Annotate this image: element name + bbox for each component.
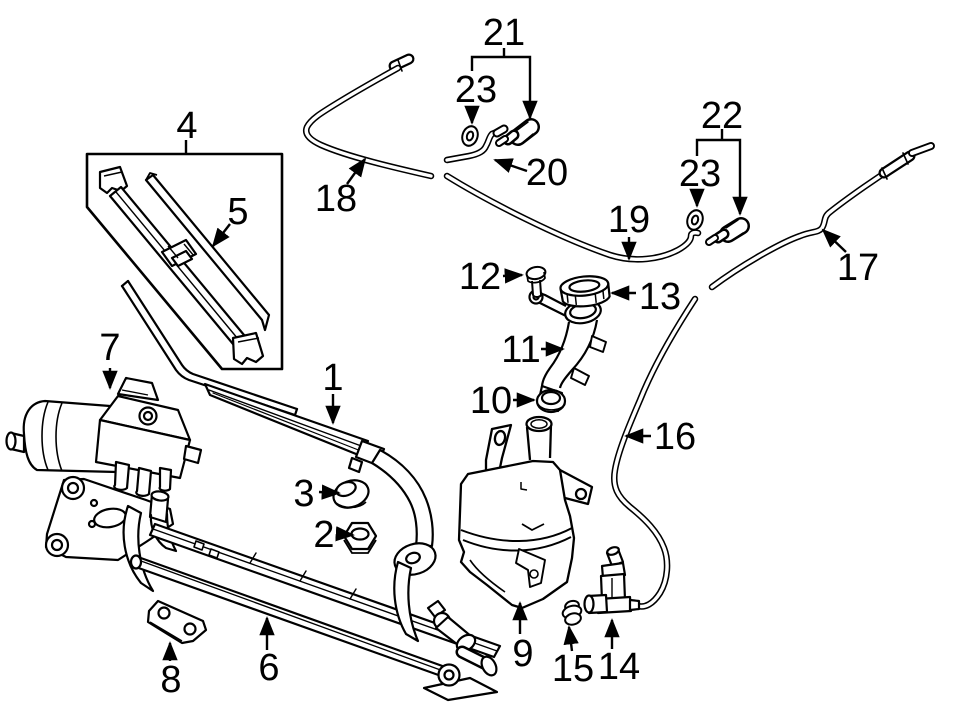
nozzle-grommet-left (461, 125, 479, 147)
callout-labels: 1 2 3 4 5 6 7 8 9 10 11 12 13 14 15 16 1… (99, 12, 879, 701)
callout-1: 1 (322, 357, 343, 399)
leader-22-bracket (695, 138, 748, 216)
wiper-motor (5, 376, 203, 497)
washer-nozzle-left (495, 118, 540, 147)
mount-bracket (146, 599, 208, 645)
leader-lines (102, 48, 847, 661)
callout-6: 6 (258, 647, 279, 689)
hose-16 (611, 295, 699, 610)
bolt-12 (525, 265, 547, 299)
hose-20 (443, 124, 509, 164)
wiper-blade-assembly (98, 165, 271, 366)
nozzle-grommet-right (686, 209, 704, 231)
washer-pump (583, 546, 641, 615)
callout-3: 3 (293, 473, 314, 515)
leader-21-bracket (470, 55, 538, 120)
reservoir-cap (559, 275, 611, 308)
leader-20 (493, 158, 528, 173)
leader-12 (502, 268, 524, 284)
pump-grommet (561, 599, 583, 626)
callout-16: 16 (654, 416, 696, 458)
callout-12: 12 (459, 256, 501, 298)
callout-2: 2 (313, 514, 334, 556)
wiper-linkage (44, 475, 502, 702)
grommet-10 (535, 388, 567, 414)
callout-8: 8 (160, 659, 181, 701)
leader-17 (821, 228, 847, 253)
callout-23b: 23 (679, 153, 721, 195)
callout-4: 4 (176, 105, 197, 147)
washer-reservoir (457, 415, 594, 610)
leader-15 (563, 625, 579, 652)
leader-2 (335, 526, 355, 542)
callout-7: 7 (99, 327, 120, 369)
callout-11: 11 (501, 329, 540, 371)
callout-19: 19 (608, 199, 650, 241)
hose-17 (708, 142, 935, 291)
washer-nozzle-right (705, 217, 750, 246)
hose-18 (303, 53, 435, 180)
blade-refill (144, 173, 271, 332)
callout-20: 20 (526, 152, 568, 194)
callout-9: 9 (512, 633, 533, 675)
leader-3 (318, 484, 341, 500)
callout-17: 17 (837, 247, 879, 289)
leader-18 (346, 157, 367, 185)
callout-14: 14 (598, 646, 640, 688)
callout-10: 10 (470, 380, 512, 422)
callout-23a: 23 (455, 69, 497, 111)
leader-5 (211, 223, 231, 248)
hex-nut (342, 521, 378, 554)
callout-15: 15 (552, 648, 594, 690)
wiper-arm (120, 279, 437, 576)
callout-22: 22 (701, 95, 743, 137)
callout-18: 18 (315, 178, 357, 220)
callout-21: 21 (483, 12, 525, 54)
pivot-cap (332, 479, 370, 509)
callout-5: 5 (227, 191, 248, 233)
hose-19 (443, 172, 702, 263)
callout-13: 13 (639, 276, 681, 318)
